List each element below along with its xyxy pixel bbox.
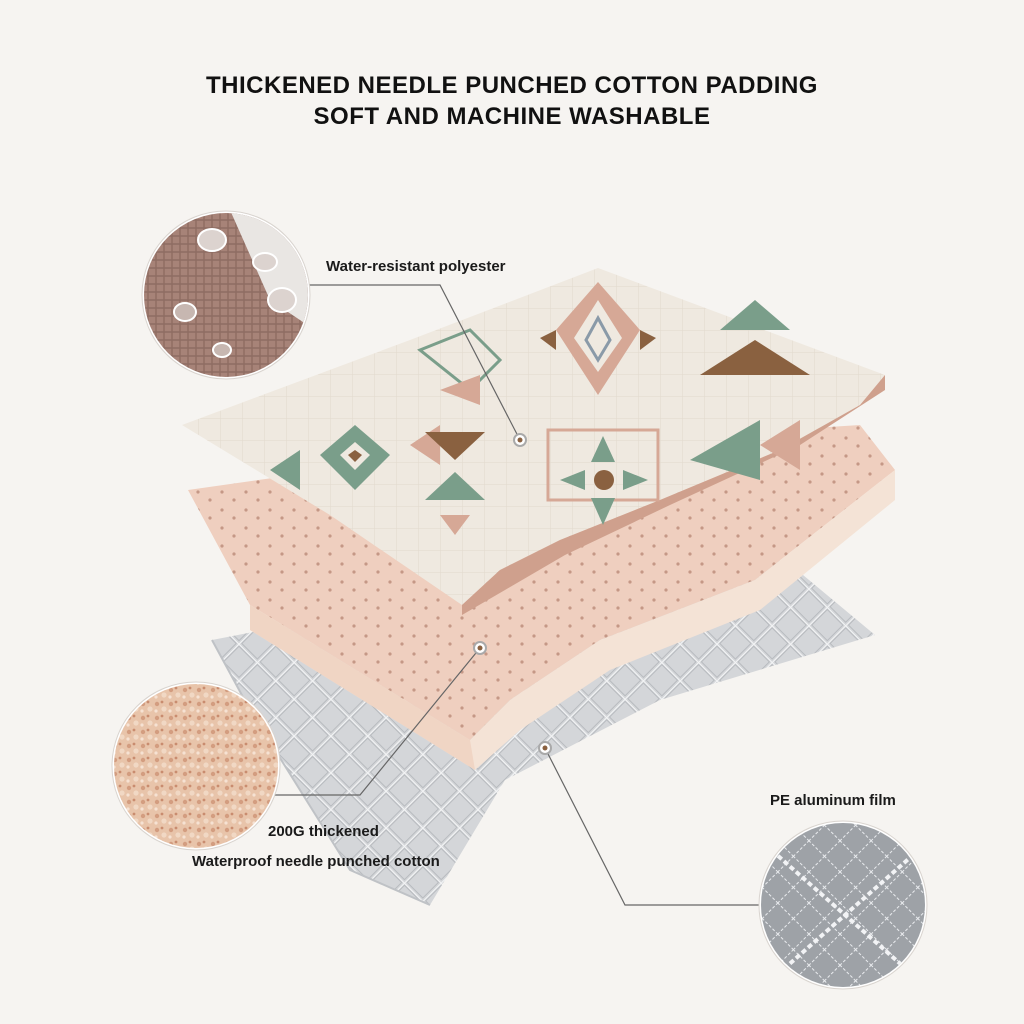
tribal-motif: [425, 432, 485, 535]
headline-line-2: SOFT AND MACHINE WASHABLE: [313, 103, 711, 130]
label-film: PE aluminum film: [770, 792, 896, 809]
tribal-motif: [417, 328, 503, 405]
tribal-motif: [540, 282, 656, 395]
tribal-motif: [690, 300, 810, 480]
leader-lines: [268, 284, 770, 906]
leader-dots: [473, 433, 552, 755]
label-polyester: Water-resistant polyester: [326, 258, 506, 275]
water-droplet-fabric-icon: [141, 210, 311, 380]
label-cotton-line-1: 200G thickened: [268, 823, 379, 840]
tribal-motif: [546, 428, 660, 525]
headline-line-1: THICKENED NEEDLE PUNCHED COTTON PADDING: [206, 72, 818, 99]
label-cotton-line-2: Waterproof needle punched cotton: [192, 853, 440, 870]
polyester-layer: [182, 268, 885, 615]
fiber-texture-icon: [111, 681, 281, 851]
quilted-film-icon: [758, 820, 928, 990]
